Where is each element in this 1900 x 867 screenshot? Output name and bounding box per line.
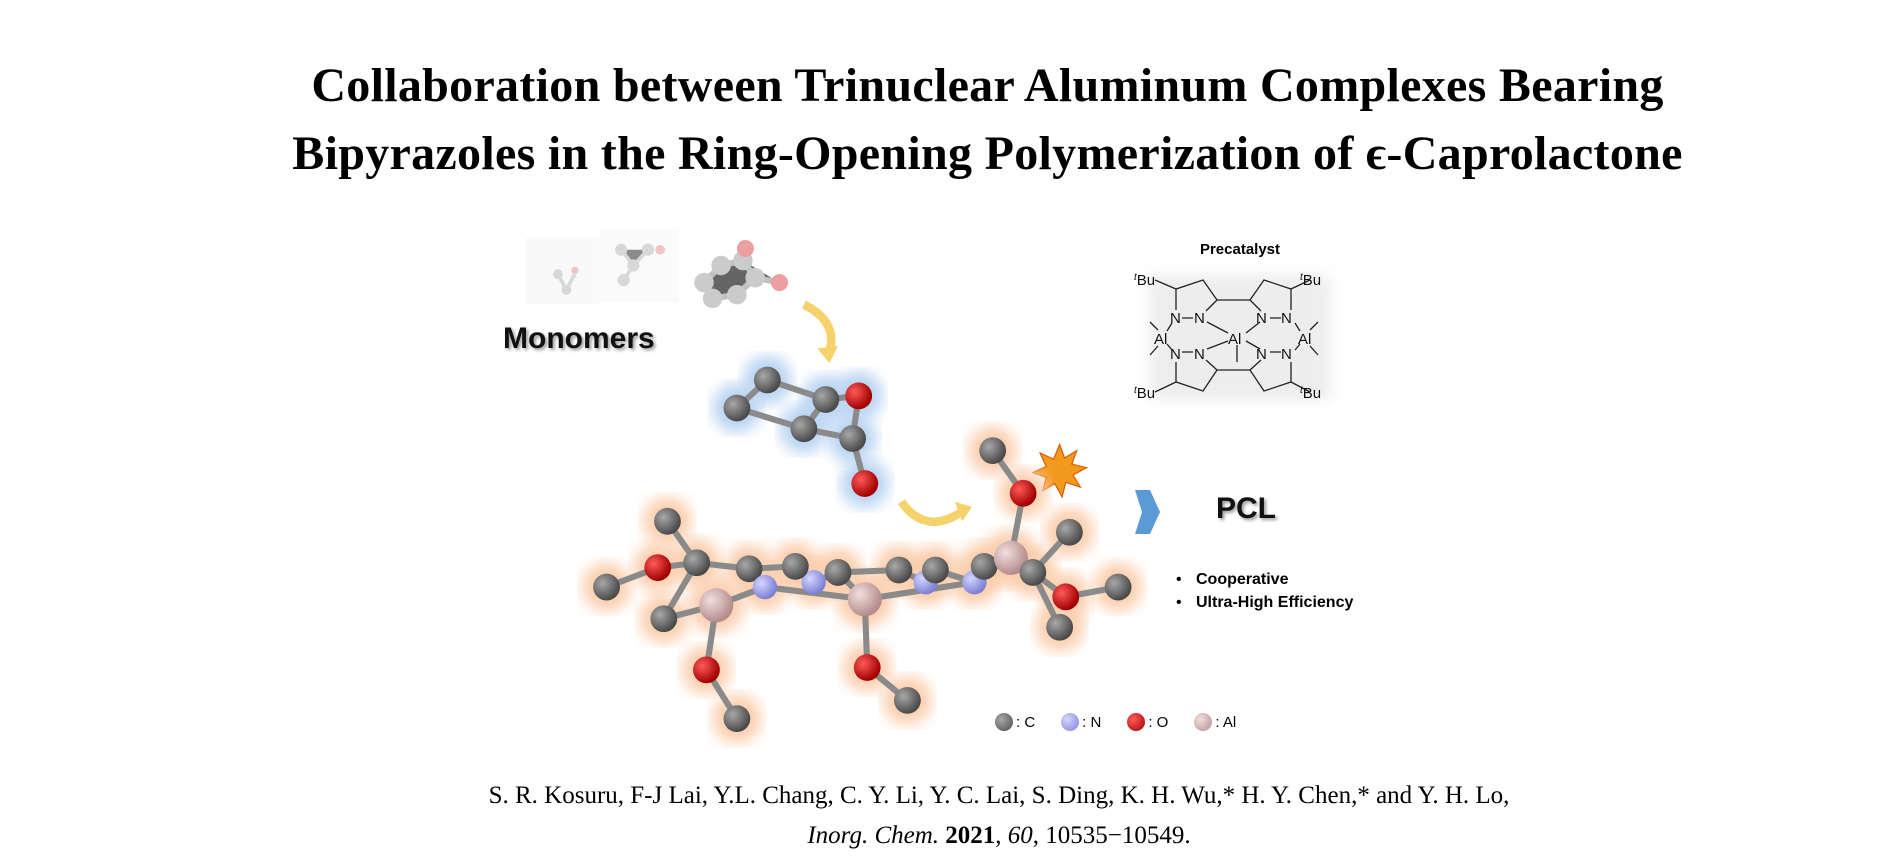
svg-text:N: N xyxy=(1194,310,1205,327)
atom-c xyxy=(812,386,840,413)
atom-c xyxy=(1019,559,1047,586)
atom-al xyxy=(699,588,734,623)
svg-text:N: N xyxy=(1281,346,1292,363)
atom-c xyxy=(979,437,1007,465)
legend-item-c: : C xyxy=(995,713,1035,731)
curved-arrow-icon-2 xyxy=(897,499,965,526)
aluminum-ball-icon xyxy=(1194,713,1213,731)
svg-text:Al: Al xyxy=(1154,331,1167,348)
svg-text:Al: Al xyxy=(1298,331,1311,348)
svg-text:N: N xyxy=(1281,310,1292,327)
atom-o xyxy=(1052,583,1080,611)
atom-c xyxy=(970,552,998,580)
atom-c xyxy=(723,705,751,733)
atom-c xyxy=(1056,518,1083,546)
svg-text:N: N xyxy=(1256,346,1267,363)
legend-item-o: : O xyxy=(1127,713,1168,731)
atom-o xyxy=(845,382,873,410)
svg-text:N: N xyxy=(1256,310,1267,327)
atom-legend: : C : N : O : Al xyxy=(995,713,1236,731)
atom-c xyxy=(824,559,852,586)
svg-text:N: N xyxy=(1194,346,1205,363)
burst-icon xyxy=(1031,442,1089,499)
atom-c xyxy=(922,556,949,584)
atom-c xyxy=(894,686,921,714)
feature-item: •Ultra-High Efficiency xyxy=(1176,594,1354,611)
svg-text:N: N xyxy=(1170,310,1181,327)
lactone-monomer-molecule xyxy=(694,239,789,309)
atom-n xyxy=(801,570,826,595)
carbon-ball-icon xyxy=(995,713,1013,731)
svg-text:N: N xyxy=(1170,346,1181,363)
svg-text:tBu: tBu xyxy=(1134,272,1155,289)
atom-al xyxy=(993,540,1028,575)
curved-arrow-head-icon-2 xyxy=(954,501,972,522)
title-line-1: Collaboration between Trinuclear Aluminu… xyxy=(311,59,1664,112)
precatalyst-label: Precatalyst xyxy=(1200,241,1280,258)
aluminum-complex-molecule xyxy=(582,355,1143,743)
legend-item-n: : N xyxy=(1061,713,1101,731)
feature-list: •Cooperative •Ultra-High Efficiency xyxy=(1176,568,1353,614)
atom-c xyxy=(654,507,681,535)
svg-text:tBu: tBu xyxy=(1134,385,1155,402)
atom-c xyxy=(650,605,678,633)
pcl-label: PCL xyxy=(1216,492,1276,525)
legend-item-al: : Al xyxy=(1194,713,1236,731)
citation-authors: S. R. Kosuru, F-J Lai, Y.L. Chang, C. Y.… xyxy=(488,782,1510,809)
atom-c xyxy=(1046,613,1074,641)
atom-c xyxy=(723,394,751,422)
atom-c xyxy=(735,555,763,583)
blue-arrow-icon xyxy=(1135,490,1160,534)
atom-o xyxy=(644,554,672,581)
svg-text:tBu: tBu xyxy=(1300,385,1321,402)
atom-c xyxy=(885,556,913,584)
atom-o xyxy=(851,470,879,497)
atom-o xyxy=(853,654,881,681)
atom-c xyxy=(1104,573,1132,601)
svg-text:tBu: tBu xyxy=(1300,272,1321,289)
atom-c xyxy=(781,552,809,580)
atom-al xyxy=(847,582,882,617)
monomers-label: Monomers xyxy=(503,322,655,355)
curved-arrow-head-icon xyxy=(817,345,838,363)
atom-c xyxy=(683,549,711,577)
feature-item: •Cooperative xyxy=(1176,571,1289,588)
atom-c xyxy=(593,573,620,601)
atom-o xyxy=(1009,479,1037,507)
oxygen-ball-icon xyxy=(1127,713,1146,731)
atom-o xyxy=(693,656,720,684)
svg-text:Al: Al xyxy=(1228,331,1241,348)
title-line-2: Bipyrazoles in the Ring-Opening Polymeri… xyxy=(292,127,1683,180)
atom-c xyxy=(790,415,818,443)
atom-c xyxy=(753,366,781,394)
atom-n xyxy=(752,574,778,600)
small-monomer-molecules xyxy=(526,228,679,305)
citation-reference: Inorg. Chem. 2021, 60, 10535−10549. xyxy=(807,822,1191,849)
atom-c xyxy=(839,425,866,452)
nitrogen-ball-icon xyxy=(1061,713,1080,731)
